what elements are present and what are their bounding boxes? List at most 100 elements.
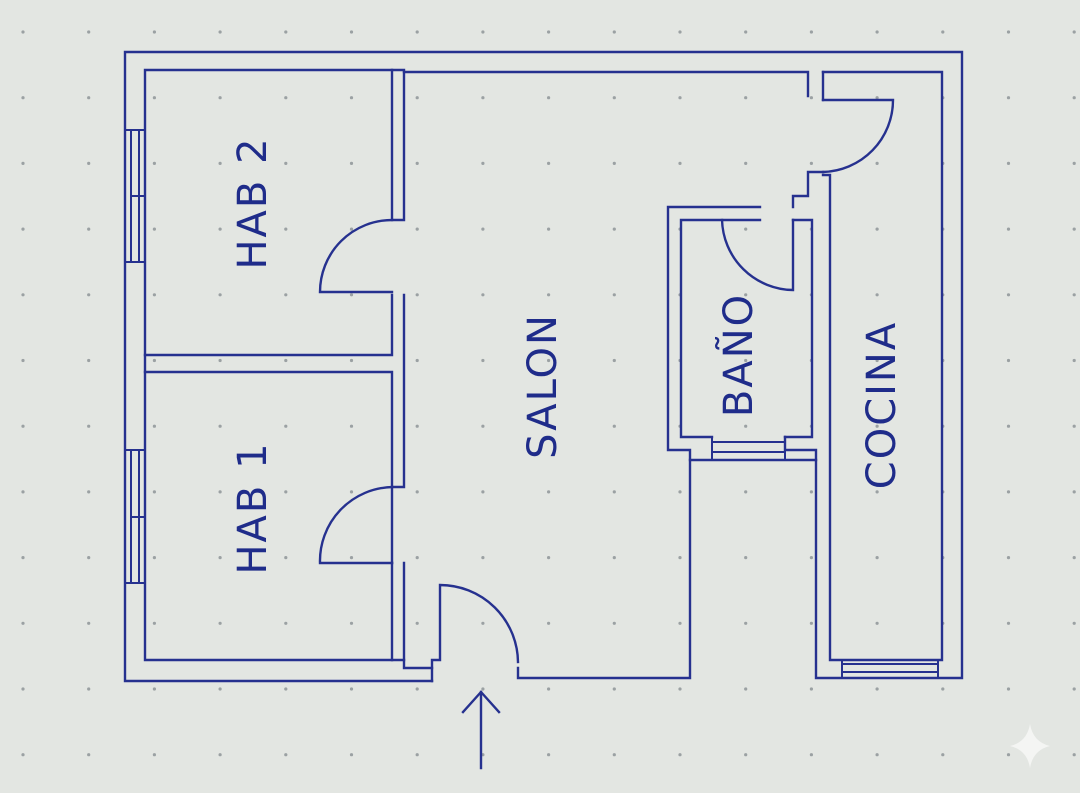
grid-dot bbox=[809, 490, 814, 494]
grid-dot bbox=[284, 556, 288, 560]
grid-dot bbox=[284, 753, 288, 757]
hab2-right-wall bbox=[390, 68, 406, 222]
grid-dot bbox=[547, 96, 551, 100]
bano-right-wall bbox=[783, 170, 825, 439]
grid-dot bbox=[284, 490, 288, 494]
grid-dot bbox=[809, 96, 814, 100]
grid-dot bbox=[547, 358, 551, 363]
grid-dot bbox=[21, 161, 25, 165]
grid-dot bbox=[415, 753, 419, 757]
grid-dot bbox=[1006, 621, 1011, 625]
grid-dot bbox=[481, 293, 485, 297]
grid-dot bbox=[152, 293, 156, 297]
grid-dot bbox=[481, 490, 485, 494]
grid-dot bbox=[678, 30, 682, 34]
grid-dot bbox=[481, 621, 485, 625]
grid-dot bbox=[1006, 687, 1011, 691]
grid-dot bbox=[612, 293, 616, 297]
grid-dot bbox=[21, 621, 25, 625]
grid-dot bbox=[875, 424, 879, 428]
grid-dot bbox=[612, 556, 616, 560]
grid-dot bbox=[284, 161, 288, 165]
grid-dot bbox=[349, 753, 354, 757]
grid-dot bbox=[1006, 30, 1011, 34]
grid-dot bbox=[612, 30, 616, 34]
grid-dot bbox=[744, 687, 748, 691]
grid-dot bbox=[678, 161, 682, 165]
window-cocina bbox=[841, 660, 939, 678]
arrow-up-icon bbox=[461, 690, 501, 770]
grid-dot bbox=[547, 490, 551, 494]
grid-dot bbox=[678, 96, 682, 100]
grid-dot bbox=[21, 490, 25, 494]
grid-dot bbox=[875, 490, 879, 494]
grid-dot bbox=[284, 30, 288, 34]
grid-dot bbox=[744, 490, 748, 494]
bathroom-walls bbox=[666, 170, 825, 462]
grid-dot bbox=[875, 687, 879, 691]
grid-dot bbox=[415, 96, 419, 100]
grid-dot bbox=[218, 358, 222, 363]
grid-dot bbox=[547, 30, 551, 34]
grid-dot bbox=[1006, 490, 1011, 494]
grid-dot bbox=[349, 293, 354, 297]
grid-dot bbox=[678, 753, 682, 757]
grid-dot bbox=[678, 687, 682, 691]
grid-dot bbox=[1072, 161, 1076, 165]
grid-dot bbox=[875, 753, 879, 757]
window-bano bbox=[711, 437, 786, 460]
grid-dot bbox=[349, 358, 354, 363]
hab1-top-wall bbox=[143, 370, 394, 565]
grid-dot bbox=[809, 687, 814, 691]
grid-dot bbox=[744, 556, 748, 560]
grid-dot bbox=[21, 96, 25, 100]
grid-dot bbox=[744, 753, 748, 757]
grid-dot bbox=[875, 30, 879, 34]
bano-inner-wall bbox=[679, 218, 762, 439]
grid-dot bbox=[1006, 556, 1011, 560]
grid-dot bbox=[284, 621, 288, 625]
grid-dot bbox=[21, 687, 25, 691]
grid-dot bbox=[87, 490, 91, 494]
door-entrance bbox=[430, 583, 520, 683]
grid-dot bbox=[678, 556, 682, 560]
grid-dot bbox=[1072, 556, 1076, 560]
grid-dot bbox=[547, 556, 551, 560]
grid-dot bbox=[284, 293, 288, 297]
grid-dot bbox=[547, 621, 551, 625]
grid-dot bbox=[218, 687, 222, 691]
grid-dot bbox=[21, 556, 25, 560]
grid-dot bbox=[875, 227, 879, 231]
grid-dot bbox=[152, 227, 156, 231]
grid-dot bbox=[349, 490, 354, 494]
grid-dot bbox=[218, 490, 222, 494]
grid-dot bbox=[1006, 96, 1011, 100]
grid-dot bbox=[481, 96, 485, 100]
grid-dot bbox=[481, 227, 485, 231]
grid-dot bbox=[87, 161, 91, 165]
windows bbox=[125, 129, 939, 678]
grid-dot bbox=[1072, 687, 1076, 691]
grid-dot bbox=[152, 96, 156, 100]
grid-dot bbox=[481, 424, 485, 428]
grid-dot bbox=[1006, 753, 1011, 757]
grid-dot bbox=[21, 358, 25, 363]
grid-dot bbox=[809, 30, 814, 34]
grid-dot bbox=[87, 293, 91, 297]
grid-dot bbox=[21, 753, 25, 757]
grid-dot bbox=[218, 161, 222, 165]
grid-dot bbox=[1072, 621, 1076, 625]
grid-dot bbox=[152, 358, 156, 363]
grid-dot bbox=[284, 424, 288, 428]
grid-dot bbox=[218, 96, 222, 100]
grid-dot bbox=[612, 753, 616, 757]
grid-dot bbox=[218, 753, 222, 757]
grid-dot bbox=[481, 556, 485, 560]
door-cocina bbox=[821, 98, 895, 174]
grid-dot bbox=[284, 358, 288, 363]
grid-dot bbox=[809, 621, 814, 625]
grid-dot bbox=[21, 293, 25, 297]
grid-dot bbox=[1072, 358, 1076, 363]
grid-dot bbox=[349, 96, 354, 100]
grid-dot bbox=[87, 556, 91, 560]
